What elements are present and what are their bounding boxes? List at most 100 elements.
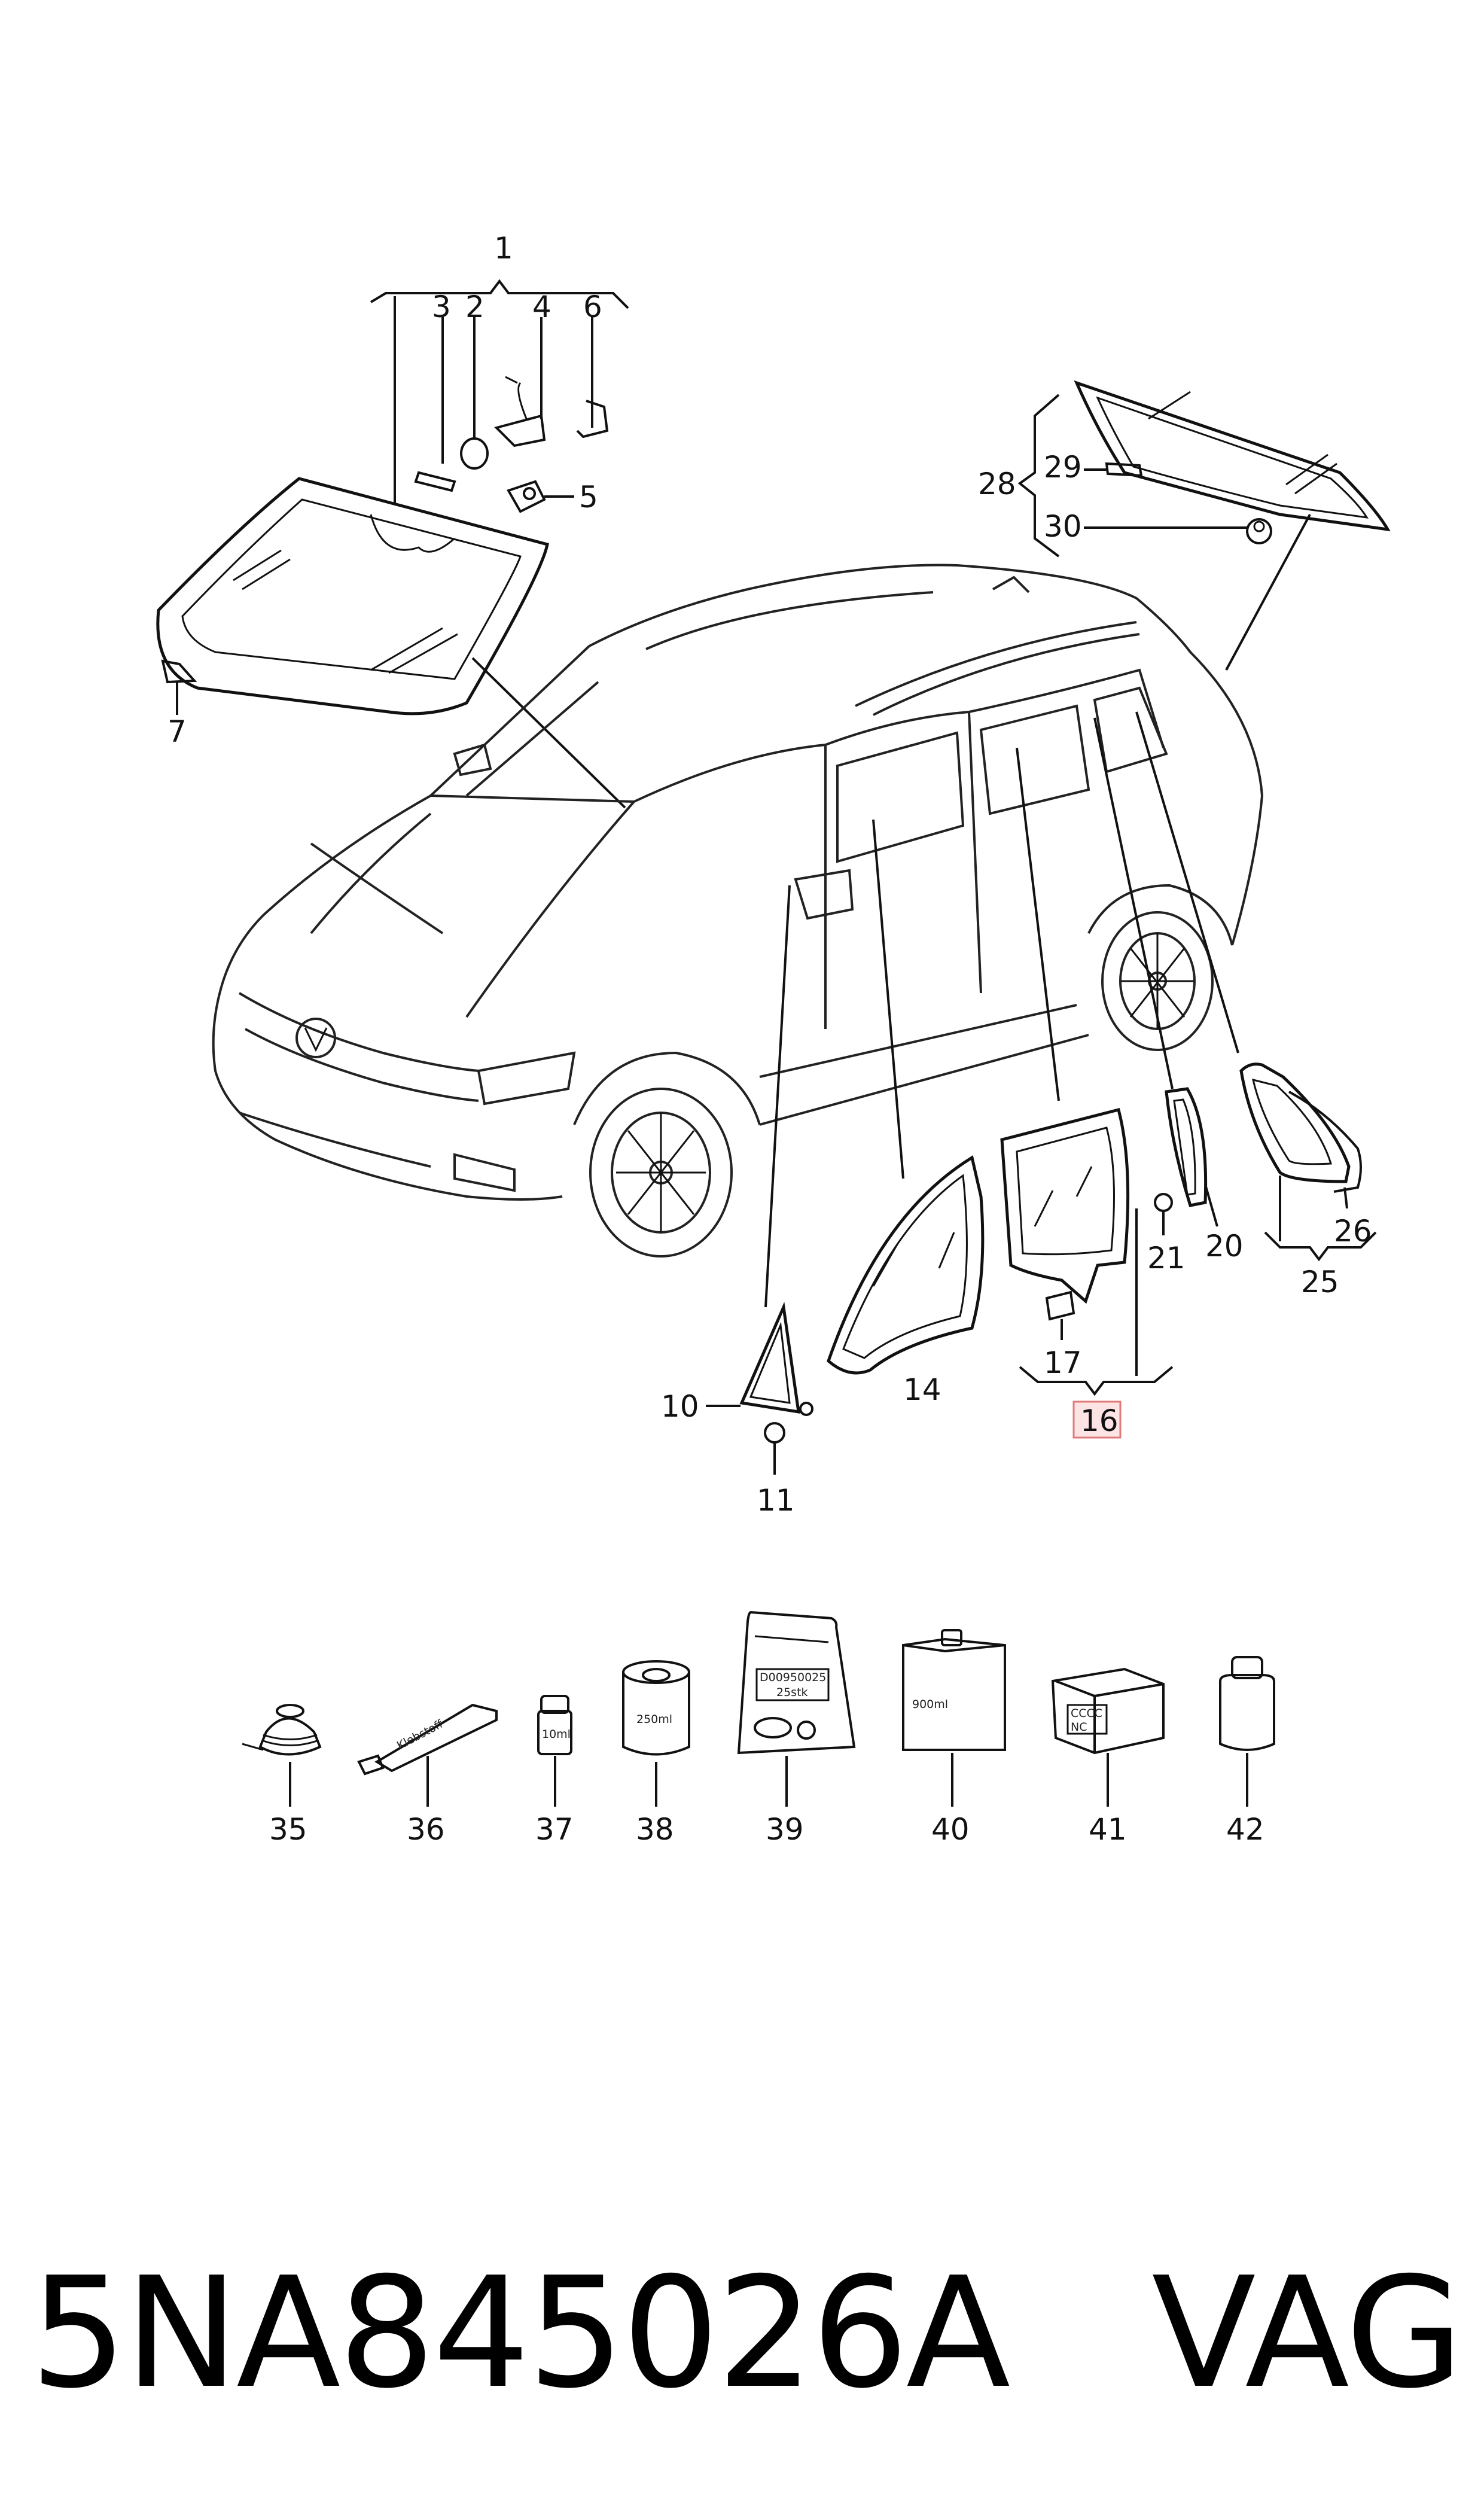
item-11-screw [764,1422,785,1444]
bag-label-line2: 25stk [776,1686,808,1699]
car-a-pillar [465,681,599,797]
item-30-stop-top [1253,520,1265,532]
callout-14: 14 [903,1372,941,1407]
car-rear-side-window [979,704,1090,815]
callout-16: 16 [1080,1403,1119,1438]
callout-40: 40 [931,1812,970,1847]
car-front-side-window [836,731,965,863]
side-glass-group: 10 11 14 17 16 20 21 [661,1062,1377,1518]
car-window-line [825,668,1165,748]
glass-reflect [370,627,443,671]
windscreen-mirror-area [370,514,455,553]
callout-10: 10 [661,1389,699,1424]
callout-7: 7 [167,714,187,749]
bracket-28 [1017,394,1060,558]
rear-window-inner [1096,396,1369,519]
callout-4: 4 [532,290,551,324]
glass-reflect [1034,1190,1054,1227]
shark-fin [992,576,1030,593]
callout-3: 3 [432,290,451,324]
bracket-1 [370,279,629,309]
footer-caption: 5NA845026A VAG [30,2237,1465,2429]
car-bonnet-crease-2 [310,812,432,934]
item-2-disc [460,437,489,470]
item-14-front-door-glass [827,1155,985,1375]
item-25-inner [1251,1078,1333,1165]
car-grille-bottom [245,1028,479,1102]
car-front-bumper [212,987,563,1201]
item-41-box: CCCC NC [1051,1667,1165,1755]
callout-5: 5 [579,480,598,514]
item-26-seal [1288,1091,1362,1193]
callout-1: 1 [494,231,513,266]
item-29-strip [1105,462,1143,477]
car-bonnet-edge [220,794,431,988]
box-label-line2: NC [1071,1721,1087,1734]
item-40-box-900ml: 900ml [902,1629,1006,1751]
callout-35: 35 [269,1812,307,1847]
windscreen-glass [156,477,549,715]
item-16-inner [1016,1126,1115,1256]
item-17-clip [1045,1290,1075,1321]
item-37-vial: 10ml [537,1695,572,1755]
callout-16-highlight [1072,1400,1122,1439]
car-fog-light [453,1153,516,1192]
callout-36: 36 [407,1812,445,1847]
vial-label: 10ml [542,1728,571,1741]
leader-25 [1135,711,1239,1054]
car-headlight [477,1051,576,1106]
car-quarter-window [1093,686,1168,774]
item-42-bottle [1219,1656,1275,1751]
car-bonnet-side [465,800,635,1018]
car-rear-edge [1189,651,1264,946]
car-rear-wheel [1101,911,1214,1051]
bag-label-line1: D00950025 [760,1671,826,1684]
item-4-cable [505,376,528,419]
roof-rail-rear-2 [873,633,1140,716]
callout-39: 39 [766,1812,804,1847]
car-side-crease [759,1004,1077,1078]
car-badge-logo [304,1027,328,1052]
car-b-pillar [968,711,982,994]
rear-window-group: 28 29 30 [978,380,1391,671]
callout-6: 6 [583,290,602,324]
car-mirror [794,869,854,920]
item-30-stop [1246,518,1272,544]
leader-20 [1093,717,1174,1089]
car-windscreen-frame [428,645,826,803]
item-20-inner [1173,1098,1196,1196]
callout-38: 38 [636,1812,674,1847]
item-35-tape-roll [242,1704,322,1756]
leader-windscreen [471,657,626,809]
item-39-bag: D00950025 25stk [737,1610,856,1755]
leader-26 [1343,1187,1348,1209]
car-front-spokes [616,1113,706,1232]
leader-14 [872,819,904,1179]
car-left-mirror [453,743,492,777]
callout-30: 30 [1044,509,1082,544]
car-roof [589,564,1192,653]
car-rear-arch [1087,884,1233,946]
callout-37: 37 [535,1812,574,1847]
item-10-inner [749,1322,791,1404]
car-illustration [212,564,1264,1308]
item-3-strip [414,471,456,492]
glass-reflect [1285,453,1328,486]
callout-21: 21 [1147,1241,1186,1275]
item-10-clip [799,1402,813,1416]
item-38-can: 250ml [622,1660,690,1756]
callout-29: 29 [1044,450,1082,485]
car-front-wheel [589,1088,733,1258]
can-label: 250ml [636,1713,672,1726]
glass-reflect [233,549,282,581]
item-6-clip [576,400,609,439]
roof-rail-front [645,591,934,650]
item-14-inner [842,1174,968,1359]
callout-41: 41 [1089,1812,1127,1847]
box-label-line1: CCCC [1071,1707,1102,1720]
car-lower-grille [239,1112,431,1168]
callout-20: 20 [1205,1229,1244,1263]
car-sill [759,1034,1089,1126]
rear-window-glass [1074,380,1391,532]
glass-reflect [1294,462,1337,495]
